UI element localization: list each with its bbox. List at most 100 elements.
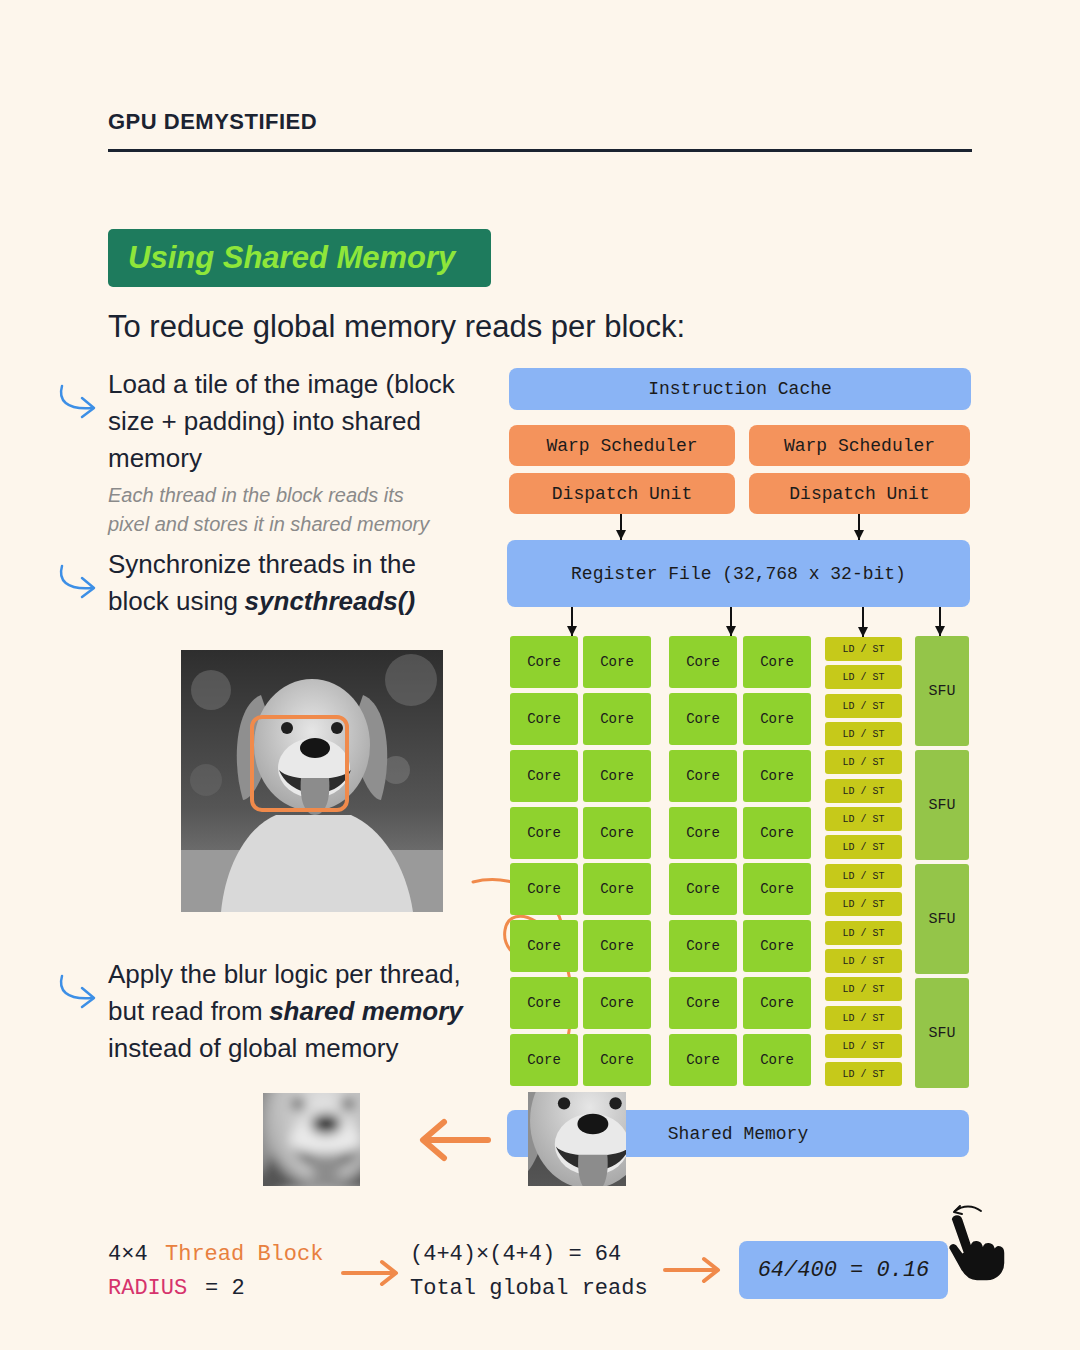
core-box: Core xyxy=(510,693,578,745)
node-label: LD / ST xyxy=(842,644,884,655)
node-label: Instruction Cache xyxy=(648,379,832,399)
ldst-unit: LD / ST xyxy=(825,835,902,859)
label-holder: Thread Block xyxy=(165,1242,323,1267)
node-label: LD / ST xyxy=(842,786,884,797)
bullet-text: Synchronize threads in the block usingsy… xyxy=(108,546,478,620)
node-label: LD / ST xyxy=(842,984,884,995)
output-arrow-head xyxy=(423,1122,444,1158)
bullet-arrow xyxy=(61,566,92,588)
node-label: LD / ST xyxy=(842,1069,884,1080)
blurred-tile-use xyxy=(263,1093,360,1186)
ldst-unit: LD / ST xyxy=(825,977,902,1001)
sfu-unit: SFU xyxy=(915,978,969,1088)
core-box: Core xyxy=(669,750,737,802)
node-label: Core xyxy=(686,995,720,1011)
data-flow-arrow xyxy=(620,514,622,540)
node-label: SFU xyxy=(928,683,955,700)
flow-arrows xyxy=(343,1122,718,1284)
dog-image-use xyxy=(181,650,443,912)
bullet-text: Apply the blur logic per thread, but rea… xyxy=(108,956,500,1067)
ldst-unit: LD / ST xyxy=(825,694,902,718)
ldst-unit: LD / ST xyxy=(825,779,902,803)
core-box: Core xyxy=(583,977,651,1029)
node-label: LD / ST xyxy=(842,757,884,768)
node-label: LD / ST xyxy=(842,672,884,683)
blurred-tile xyxy=(263,1093,360,1186)
warp-scheduler-box: Warp Scheduler xyxy=(749,425,970,466)
bullet-arrows xyxy=(61,386,94,1007)
core-box: Core xyxy=(743,693,811,745)
node-label: Core xyxy=(600,768,634,784)
core-box: Core xyxy=(583,636,651,688)
node-label: Core xyxy=(760,881,794,897)
core-box: Core xyxy=(583,807,651,859)
node-label: Core xyxy=(527,938,561,954)
core-box: Core xyxy=(743,977,811,1029)
register-file-box: Register File (32,768 x 32-bit) xyxy=(507,540,970,607)
node-label: LD / ST xyxy=(842,842,884,853)
bullet-arrow xyxy=(61,976,92,998)
ldst-unit: LD / ST xyxy=(825,722,902,746)
data-flow-arrow xyxy=(939,607,941,636)
core-box: Core xyxy=(510,920,578,972)
sfu-unit: SFU xyxy=(915,750,969,860)
node-label: Core xyxy=(600,1052,634,1068)
bullet-label: Each thread in the block reads its pixel… xyxy=(108,484,429,535)
node-label: Core xyxy=(760,825,794,841)
instruction-cache-box: Instruction Cache xyxy=(509,368,971,410)
core-box: Core xyxy=(669,920,737,972)
node-label: LD / ST xyxy=(842,956,884,967)
core-box: Core xyxy=(583,693,651,745)
bullet-arrow-head xyxy=(82,578,94,597)
core-box: Core xyxy=(743,807,811,859)
data-flow-arrow xyxy=(862,607,864,637)
core-box: Core xyxy=(583,750,651,802)
hand-shape xyxy=(949,1215,1005,1282)
core-box: Core xyxy=(743,750,811,802)
label-holder: RADIUS xyxy=(108,1276,187,1301)
warp-scheduler-box: Warp Scheduler xyxy=(509,425,735,466)
node-label: Core xyxy=(527,768,561,784)
core-box: Core xyxy=(743,1034,811,1086)
node-label: LD / ST xyxy=(842,871,884,882)
label-text: Thread Block xyxy=(165,1242,323,1267)
bullet-text: Each thread in the block reads its pixel… xyxy=(108,481,440,539)
node-label: Core xyxy=(686,938,720,954)
swipe-hand-icon xyxy=(949,1206,1005,1281)
node-label: SFU xyxy=(928,1025,955,1042)
node-label: Core xyxy=(686,768,720,784)
swipe-arc-head xyxy=(954,1206,962,1214)
ldst-unit: LD / ST xyxy=(825,1034,902,1058)
ldst-unit: LD / ST xyxy=(825,750,902,774)
calc-arrow xyxy=(343,1271,394,1275)
label-text: 4×4 xyxy=(108,1242,148,1267)
core-box: Core xyxy=(743,863,811,915)
node-label: Register File (32,768 x 32-bit) xyxy=(571,564,906,584)
node-label: LD / ST xyxy=(842,701,884,712)
node-label: Core xyxy=(686,881,720,897)
node-label: LD / ST xyxy=(842,814,884,825)
node-label: Core xyxy=(600,825,634,841)
core-box: Core xyxy=(510,636,578,688)
data-flow-arrow xyxy=(730,607,732,636)
dispatch-unit-box: Dispatch Unit xyxy=(509,473,735,514)
node-label: Core xyxy=(760,654,794,670)
core-box: Core xyxy=(669,693,737,745)
node-label: Core xyxy=(760,1052,794,1068)
data-flow-arrow xyxy=(858,514,860,540)
node-label: SFU xyxy=(928,797,955,814)
core-box: Core xyxy=(743,636,811,688)
core-box: Core xyxy=(510,977,578,1029)
node-label: Core xyxy=(527,881,561,897)
label-holder: GPU DEMYSTIFIED xyxy=(108,109,317,135)
node-label: Core xyxy=(600,711,634,727)
node-label: Dispatch Unit xyxy=(789,484,929,504)
label-text: RADIUS xyxy=(108,1276,187,1301)
node-label: Warp Scheduler xyxy=(784,436,935,456)
label-holder: (4+4)×(4+4) = 64 xyxy=(410,1242,621,1267)
node-label: LD / ST xyxy=(842,1041,884,1052)
label-text: Total global reads xyxy=(410,1276,648,1301)
bullet-arrow-head xyxy=(82,398,94,417)
node-label: Core xyxy=(760,995,794,1011)
